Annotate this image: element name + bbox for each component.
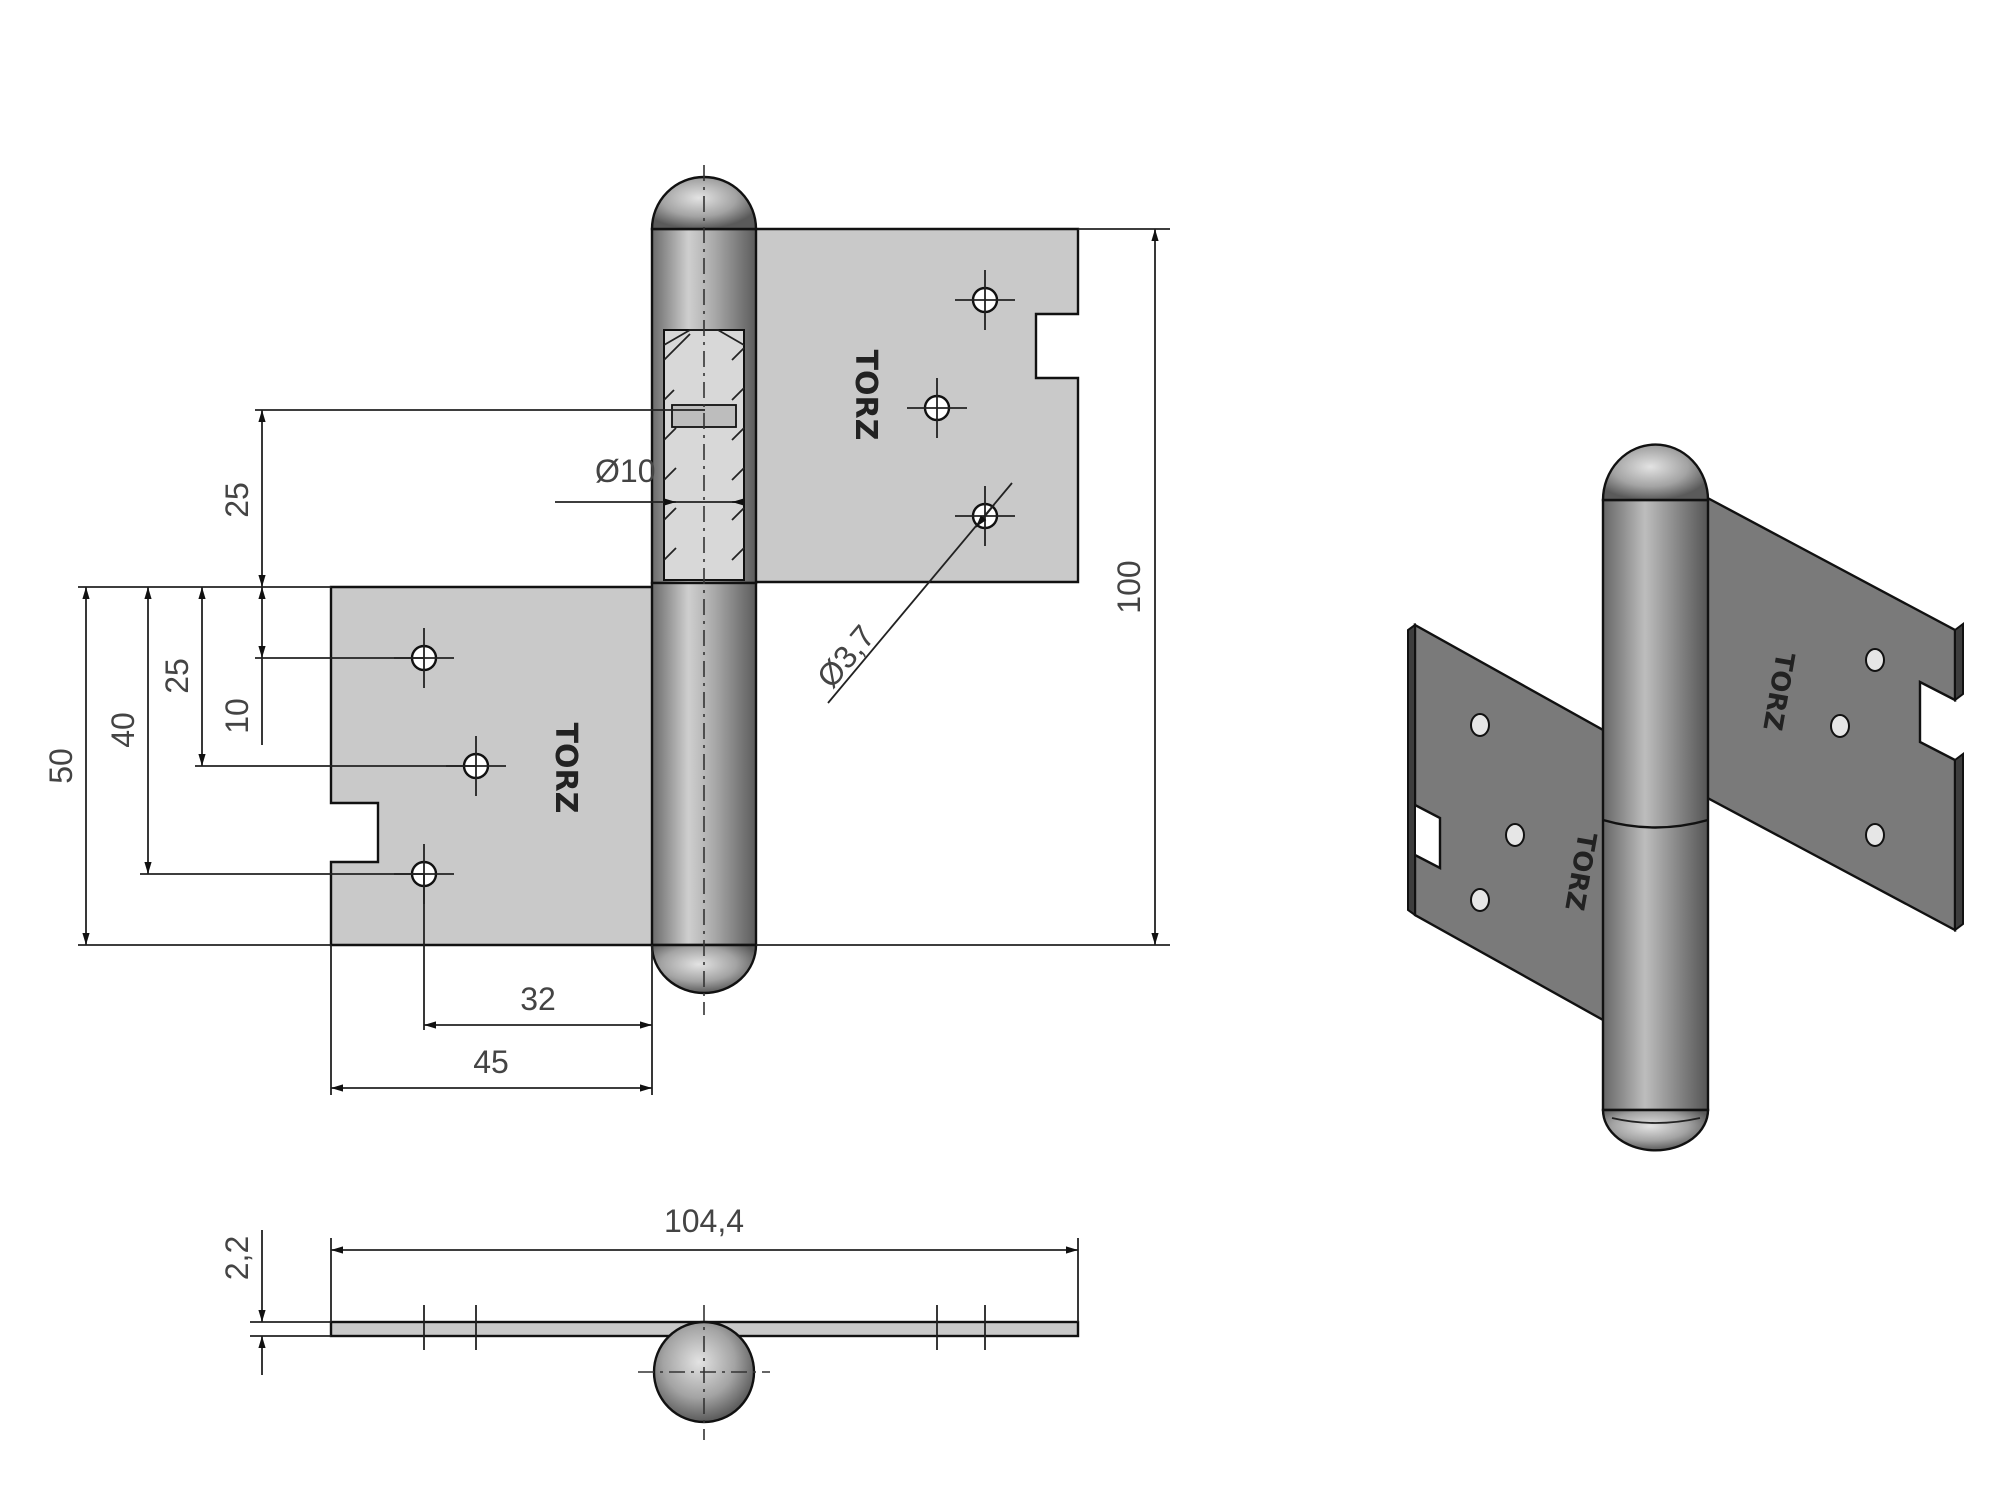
logo-lower: TORZ xyxy=(548,723,583,814)
svg-text:40: 40 xyxy=(105,712,141,748)
isometric-view: TORZ TORZ xyxy=(1407,443,1964,1152)
svg-text:25: 25 xyxy=(219,482,255,518)
svg-text:100: 100 xyxy=(1111,560,1147,613)
front-view: TORZ TORZ Ø10 Ø3,7 25 100 xyxy=(43,165,1170,1095)
iso-pin xyxy=(1601,443,1710,1152)
svg-text:25: 25 xyxy=(159,658,195,694)
svg-text:45: 45 xyxy=(473,1044,509,1080)
upper-leaf-plate xyxy=(738,227,1080,584)
dim-upper-offset: 25 xyxy=(219,409,705,587)
iso-right-leaf xyxy=(1700,492,1957,933)
svg-text:2,2: 2,2 xyxy=(219,1236,255,1280)
dim-overall-height: 100 xyxy=(756,228,1170,946)
dim-pin-diameter: Ø10 xyxy=(555,453,744,506)
svg-text:10: 10 xyxy=(219,698,255,734)
dim-lower-leaf-stack: 10 25 40 50 xyxy=(43,586,476,946)
svg-text:50: 50 xyxy=(43,748,79,784)
dim-bottom: 32 45 xyxy=(330,874,653,1095)
svg-text:Ø10: Ø10 xyxy=(595,453,655,489)
logo-upper: TORZ xyxy=(848,350,883,441)
svg-text:32: 32 xyxy=(520,981,556,1017)
svg-text:104,4: 104,4 xyxy=(664,1203,744,1239)
svg-text:Ø3,7: Ø3,7 xyxy=(810,618,882,694)
side-view: 104,4 2,2 xyxy=(219,1203,1080,1440)
